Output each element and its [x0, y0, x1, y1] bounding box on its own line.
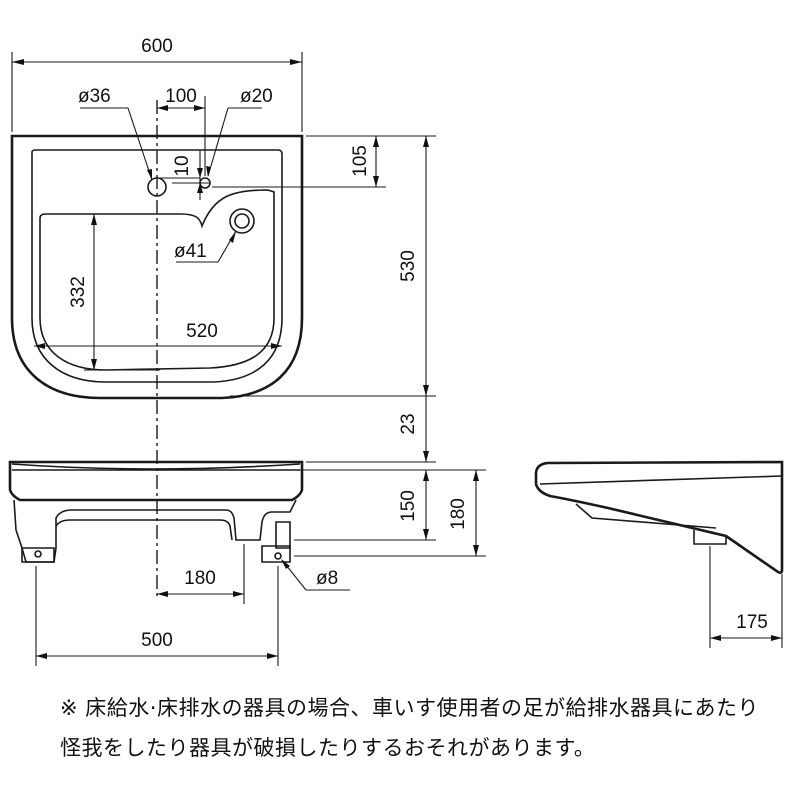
dim-ø8: ø8: [316, 568, 338, 589]
side-profile: [534, 460, 784, 574]
front-view: 23 150 180 180 ø8 500: [8, 396, 486, 666]
front-bracket: [13, 499, 297, 563]
dim-180-v: 180: [448, 498, 469, 530]
side-view: 175: [534, 460, 784, 648]
dim-ø36: ø36: [78, 86, 111, 107]
basin-outer-outline: [10, 134, 304, 400]
dim-332: 332: [68, 276, 89, 308]
dim-530: 530: [398, 250, 419, 282]
side-supply-block: [693, 530, 727, 545]
front-rim: [8, 460, 304, 502]
drain-inner: [234, 213, 250, 229]
caution-note-line-1: ※ 床給水·床排水の器具の場合、車いす使用者の足が給排水器具にあたり: [60, 696, 759, 720]
dim-10: 10: [172, 155, 193, 176]
dim-100: 100: [165, 86, 197, 107]
left-foot: [21, 547, 55, 563]
caution-note: ※ 床給水·床排水の器具の場合、車いす使用者の足が給排水器具にあたり 怪我をした…: [60, 688, 790, 768]
drain-outer: [229, 208, 255, 234]
dim-23: 23: [398, 413, 419, 434]
dim-180-h: 180: [184, 568, 216, 589]
dim-520: 520: [186, 321, 218, 342]
bowl-outline: [39, 189, 275, 371]
right-foot: [261, 545, 291, 563]
dim-150: 150: [398, 490, 419, 522]
dim-ø20: ø20: [240, 86, 273, 107]
dim-600: 600: [141, 36, 173, 57]
basin-deck-outline: [31, 149, 283, 383]
dim-105: 105: [350, 145, 371, 177]
dim-500: 500: [141, 630, 173, 651]
dim-175: 175: [736, 612, 768, 633]
supply-pipe: [275, 521, 291, 549]
caution-note-line-2: 怪我をしたり器具が破損したりするおそれがあります。: [60, 736, 596, 760]
dim-ø41: ø41: [174, 241, 207, 262]
top-view: 600 ø36 100 ø20 10 105: [10, 36, 436, 600]
